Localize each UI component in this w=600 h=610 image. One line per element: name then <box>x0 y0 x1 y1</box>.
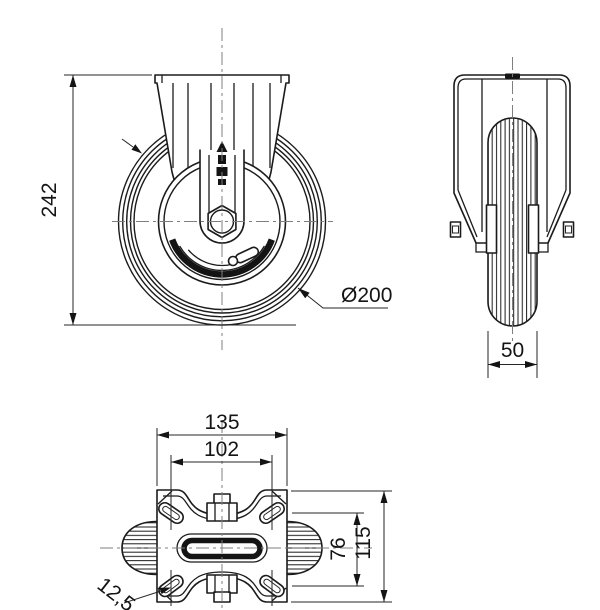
front-view: 242 Ø200 <box>38 28 392 350</box>
dim-plate-width: 115 <box>291 490 392 603</box>
dim-hole-spacing-width: 76 <box>292 512 364 587</box>
dim-label-hole-spacing-width: 76 <box>327 537 350 560</box>
side-foot-left <box>449 221 462 238</box>
dim-wheel-diameter: Ø200 <box>297 284 392 309</box>
bottom-view: 135 102 76 115 <box>93 411 392 610</box>
side-leg-strip-right <box>527 204 540 254</box>
dim-label-wheel-width: 50 <box>501 339 524 362</box>
dim-plate-length: 135 <box>156 411 288 486</box>
bottom-wheel-left <box>121 520 158 576</box>
dim-label-overall-height: 242 <box>38 182 61 217</box>
fork-axle-u <box>199 149 245 244</box>
side-leg-strip-left <box>485 204 498 254</box>
side-bracket-inner <box>457 78 567 238</box>
dim-wheel-width: 50 <box>487 331 538 378</box>
dim-label-plate-length: 135 <box>204 411 239 434</box>
grease-valve <box>227 246 260 267</box>
side-view: 50 <box>449 57 575 378</box>
bottom-wheel-right <box>286 520 323 576</box>
dim-label-plate-width: 115 <box>352 526 375 559</box>
dim-overall-height: 242 <box>38 74 296 326</box>
dim-label-hole-size: 12,5 <box>93 573 139 610</box>
fork-fold-lines <box>161 75 282 178</box>
dim-label-hole-spacing-length: 102 <box>204 438 239 461</box>
dim-hole-spacing-length: 102 <box>170 438 273 530</box>
side-foot-right <box>562 221 575 238</box>
side-wheel <box>487 117 538 327</box>
dim-label-wheel-diameter: Ø200 <box>341 284 392 307</box>
tread-leader-arrow <box>121 138 142 154</box>
